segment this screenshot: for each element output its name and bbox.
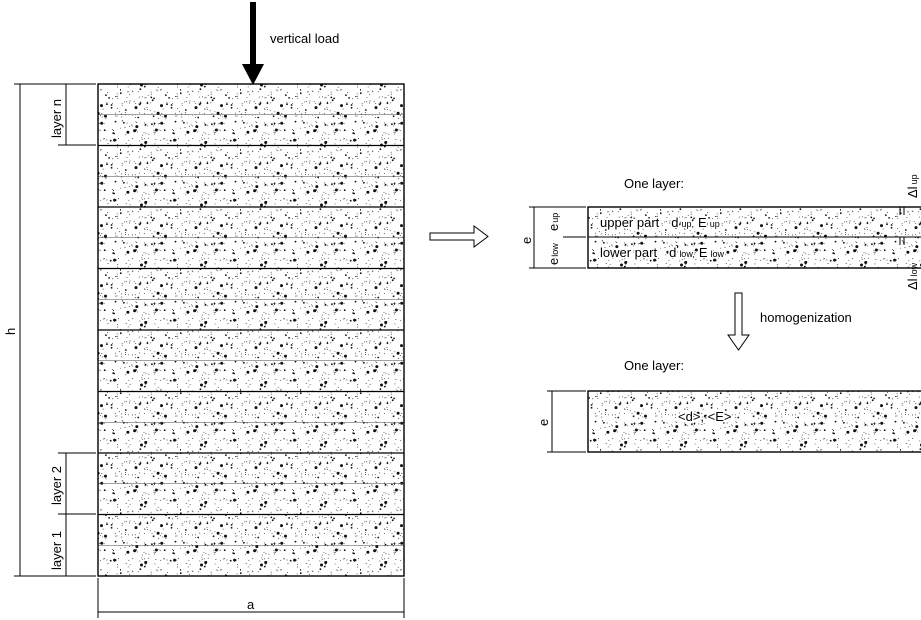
- homog-values-label: <d>, <E>: [678, 409, 732, 424]
- one-layer-outline: [587, 206, 921, 269]
- homogenization-label: homogenization: [760, 310, 852, 325]
- homog-e-label: e: [536, 419, 551, 426]
- width-label: a: [247, 597, 255, 612]
- homog-layer-fill: [588, 391, 921, 452]
- delta-l-up-label: Δlup: [905, 174, 920, 198]
- e-label: e: [519, 237, 534, 244]
- vertical-load-label: vertical load: [270, 31, 339, 46]
- one-layer-title: One layer:: [624, 176, 684, 191]
- layer-n-label: layer n: [49, 99, 64, 138]
- delta-marks: [899, 207, 905, 245]
- homog-dimension: [547, 390, 586, 453]
- transition-arrow: [429, 225, 489, 248]
- delta-l-low-label: Δllow: [905, 262, 920, 290]
- layer-boundaries: [98, 114, 404, 546]
- homog-layer-title: One layer:: [624, 358, 684, 373]
- column-outline: [97, 83, 405, 577]
- vertical-load-arrow: [242, 2, 264, 85]
- height-label: h: [3, 328, 18, 335]
- layer-1-label: layer 1: [49, 531, 64, 570]
- homogenization-arrow: [727, 292, 750, 351]
- width-dimension: [97, 578, 405, 618]
- layer-dimension-lines: [58, 83, 96, 577]
- one-layer-dimensions: [529, 206, 586, 269]
- e-up-label: eup: [546, 213, 561, 231]
- main-column: [97, 83, 405, 577]
- e-low-label: elow: [546, 243, 561, 265]
- layer-2-label: layer 2: [49, 466, 64, 505]
- homog-layer-outline: [587, 390, 921, 453]
- one-layer-block: [587, 206, 921, 269]
- homogenized-layer-block: [587, 390, 921, 453]
